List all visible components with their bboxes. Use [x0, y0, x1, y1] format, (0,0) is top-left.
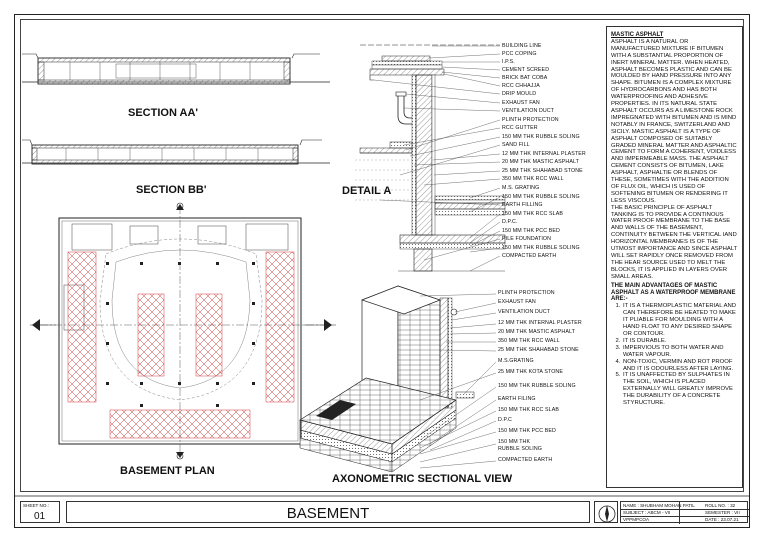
- student-info-box: NAME : SHUBHAM MOHAN PATIL ROLL NO. : 32…: [620, 501, 749, 524]
- college: VPPMPCOA: [623, 517, 650, 522]
- detail-label: 150 MM THK PCC BED: [502, 228, 560, 234]
- sheet-border: [14, 14, 750, 528]
- sheet-number-box: SHEET NO.: 01: [20, 501, 60, 523]
- detail-label: PILE FOUNDATION: [502, 236, 552, 242]
- detail-label: EARTH FILLING: [502, 202, 543, 208]
- subject: SUBJECT : ABCM - VII: [623, 510, 671, 515]
- detail-label: 150 MM THK RUBBLE SOLING: [502, 134, 580, 140]
- axo-label: 12 MM THK INTERNAL PLASTER: [498, 320, 582, 326]
- detail-label: 150 MM THK RUBBLE SOLING: [502, 194, 580, 200]
- axo-label: VENTILATION DUCT: [498, 309, 551, 315]
- date: DATE : 23.07.21: [705, 517, 739, 522]
- axo-label: 150 MM THK RCC SLAB: [498, 407, 559, 413]
- detail-label: I.P.S.: [502, 59, 515, 65]
- detail-label: COMPACTED EARTH: [502, 253, 557, 259]
- detail-a-title: DETAIL A: [342, 185, 392, 197]
- detail-label: EXHAUST FAN: [502, 100, 540, 106]
- advantage-item: IMPERVIOUS TO BOTH WATER AND WATER VAPOU…: [622, 345, 738, 359]
- notes-paragraph-2: THE BASIC PRINCIPLE OF ASPHALT TANKING I…: [611, 204, 738, 280]
- detail-a-drawing: [355, 44, 506, 272]
- basement-plan-title: BASEMENT PLAN: [120, 465, 215, 477]
- detail-label: SAND FILL: [502, 142, 530, 148]
- section-aa-drawing: [22, 53, 330, 85]
- notes-subheading: THE MAIN ADVANTAGES OF MASTIC ASPHALT AS…: [611, 282, 736, 303]
- north-arrow-icon: [598, 505, 616, 523]
- axo-label: 25 MM THK SHAHABAD STONE: [498, 347, 579, 353]
- axo-label: EARTH FILING: [498, 396, 536, 402]
- axo-label: 350 MM THK RCC WALL: [498, 338, 560, 344]
- advantage-item: IT IS DURABLE.: [622, 338, 738, 345]
- basement-plan-drawing: [30, 202, 336, 460]
- axo-label: 150 MM THK RUBBLE SOLING: [498, 383, 576, 389]
- advantage-item: IT IS UNAFFECTED BY SULPHATES IN THE SOI…: [622, 372, 738, 407]
- sheet-title: BASEMENT: [286, 505, 370, 522]
- detail-label: D.P.C.: [502, 219, 518, 225]
- axo-label: M.S.GRATING: [498, 358, 534, 364]
- axo-label: 25 MM THK KOTA STONE: [498, 369, 563, 375]
- detail-label: DRIP MOULD: [502, 91, 537, 97]
- axo-label: COMPACTED EARTH: [498, 457, 553, 463]
- detail-label: RCC CHHAJJA: [502, 83, 540, 89]
- notes-heading: MASTIC ASPHALT: [611, 32, 664, 38]
- detail-label: PLINTH PROTECTION: [502, 117, 559, 123]
- detail-label: RCC GUTTER: [502, 125, 538, 131]
- detail-label: 12 MM THK INTERNAL PLASTER: [502, 151, 586, 157]
- notes-panel: MASTIC ASPHALT ASPHALT IS A NATURAL OR M…: [606, 26, 743, 488]
- detail-label: BRICK BAT COBA: [502, 75, 548, 81]
- axo-label: 20 MM THK MASTIC ASPHALT: [498, 329, 575, 335]
- drawing-area-border: [20, 19, 744, 492]
- axo-label: 150 MM THK PCC BED: [498, 428, 556, 434]
- detail-label: 20 MM THK MASTIC ASPHALT: [502, 159, 579, 165]
- axo-label: 150 MM THK: [498, 439, 531, 445]
- section-bb-drawing: [22, 139, 330, 165]
- section-bb-title: SECTION BB': [136, 184, 207, 196]
- detail-label: 150 MM THK RCC SLAB: [502, 211, 563, 217]
- detail-label: VENTILATION DUCT: [502, 108, 555, 114]
- detail-label: 350 MM THK RCC WALL: [502, 176, 564, 182]
- axo-label: EXHAUST FAN: [498, 299, 536, 305]
- semester: SEMESTER : VII: [705, 510, 740, 515]
- axo-label: RUBBLE SOLING: [498, 446, 542, 452]
- axo-label: D.P.C: [498, 417, 512, 423]
- axonometric-drawing: [299, 285, 497, 473]
- detail-label: BUILDING LINE: [502, 43, 542, 49]
- roll-number: ROLL NO. : 32: [705, 502, 736, 508]
- section-aa-title: SECTION AA': [128, 107, 199, 119]
- sheet-number: 01: [34, 511, 46, 522]
- axo-label: PLINTH PROTECTION: [498, 290, 555, 296]
- advantage-item: NON-TOXIC, VERMIN AND ROT PROOF AND IT I…: [622, 359, 738, 373]
- detail-label: CEMENT SCREED: [502, 67, 550, 73]
- detail-label: 25 MM THK SHAHABAD STONE: [502, 168, 583, 174]
- detail-label: M.S. GRATING: [502, 185, 540, 191]
- sheet-title-box: BASEMENT: [66, 501, 590, 523]
- advantage-item: IT IS A THERMOPLASTIC MATERIAL AND CAN T…: [622, 303, 738, 338]
- sheet-number-label: SHEET NO.:: [23, 503, 49, 508]
- notes-paragraph-1: ASPHALT IS A NATURAL OR MANUFACTURED MIX…: [611, 38, 737, 204]
- north-arrow-box: [594, 501, 618, 523]
- axonometric-title: AXONOMETRIC SECTIONAL VIEW: [332, 473, 513, 485]
- advantages-list: IT IS A THERMOPLASTIC MATERIAL AND CAN T…: [611, 303, 738, 407]
- detail-label: 150 MM THK RUBBLE SOLING: [502, 245, 580, 251]
- detail-label: PCC COPING: [502, 51, 537, 57]
- student-name: NAME : SHUBHAM MOHAN PATIL: [623, 502, 695, 508]
